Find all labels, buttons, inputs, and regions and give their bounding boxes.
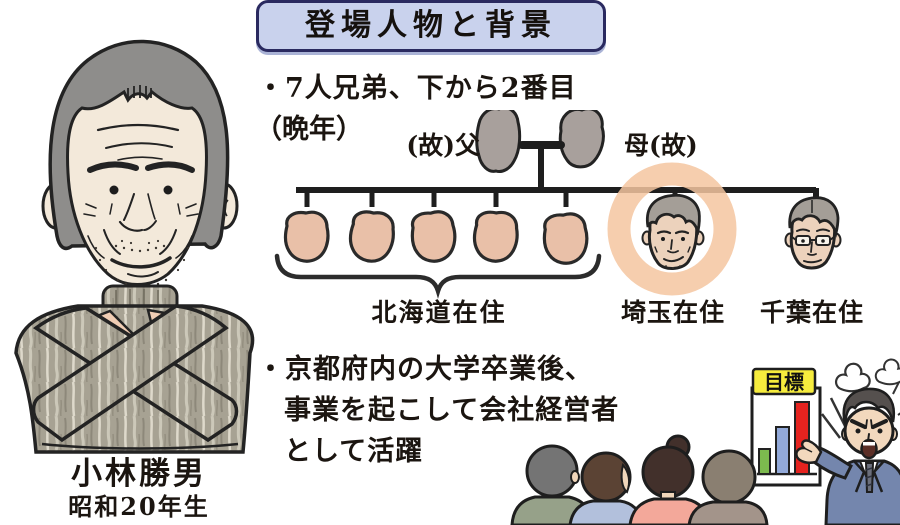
goal-sign bbox=[751, 367, 817, 396]
goal-board: 目標 bbox=[750, 367, 822, 487]
pointing-hand bbox=[795, 439, 823, 465]
siblings-note: ・7人兄弟、下から2番目 bbox=[257, 73, 577, 104]
character-birth-year: 昭和20年生 bbox=[68, 492, 210, 521]
sibling-heads bbox=[283, 208, 591, 267]
audience-person-2 bbox=[568, 451, 644, 525]
audience-person-3 bbox=[628, 434, 710, 525]
family-tree-illustration bbox=[274, 110, 842, 299]
portrait-illustration bbox=[14, 39, 255, 454]
residence-label-chiba: 千葉在住 bbox=[759, 298, 864, 327]
mother-label: 母(故) bbox=[624, 131, 698, 160]
hair-tuft-lines bbox=[127, 85, 152, 98]
main-character-head-icon bbox=[641, 193, 705, 270]
tree-connector bbox=[518, 141, 565, 190]
audience-person-4 bbox=[687, 449, 769, 525]
residence-label-saitama: 埼玉在住 bbox=[620, 298, 725, 327]
goal-sign-text: 目標 bbox=[764, 370, 804, 394]
character-name: 小林勝男 bbox=[71, 456, 207, 492]
residence-label-hokkaido: 北海道在住 bbox=[371, 298, 507, 327]
hokkaido-group-brace bbox=[274, 253, 602, 299]
brother-glasses-head-icon bbox=[784, 196, 842, 270]
sibling-line bbox=[296, 187, 819, 208]
father-head-icon bbox=[475, 110, 522, 173]
angry-presenter bbox=[795, 358, 900, 525]
career-line-2: 事業を起こして会社経営者 bbox=[284, 395, 620, 426]
career-line-3: として活躍 bbox=[284, 436, 424, 467]
portrait-face bbox=[66, 89, 208, 286]
career-note: ・京都府内の大学卒業後、 事業を起こして会社経営者 として活躍 bbox=[257, 349, 619, 472]
era-label: （晩年） bbox=[255, 114, 363, 145]
steam-puff-icons bbox=[834, 358, 900, 393]
portrait-face-details bbox=[83, 123, 199, 278]
mother-head-icon bbox=[558, 110, 605, 169]
pointing-arm bbox=[812, 446, 853, 480]
audience bbox=[510, 434, 769, 525]
presentation-scene-illustration: 目標 bbox=[510, 358, 900, 525]
career-line-1: ・京都府内の大学卒業後、 bbox=[257, 354, 593, 385]
portrait-eyes bbox=[109, 185, 173, 195]
portrait-crossed-arms bbox=[31, 304, 239, 450]
father-label: (故)父 bbox=[406, 131, 480, 160]
page-title: 登場人物と背景 bbox=[256, 0, 606, 52]
highlight-ring bbox=[607, 162, 737, 296]
